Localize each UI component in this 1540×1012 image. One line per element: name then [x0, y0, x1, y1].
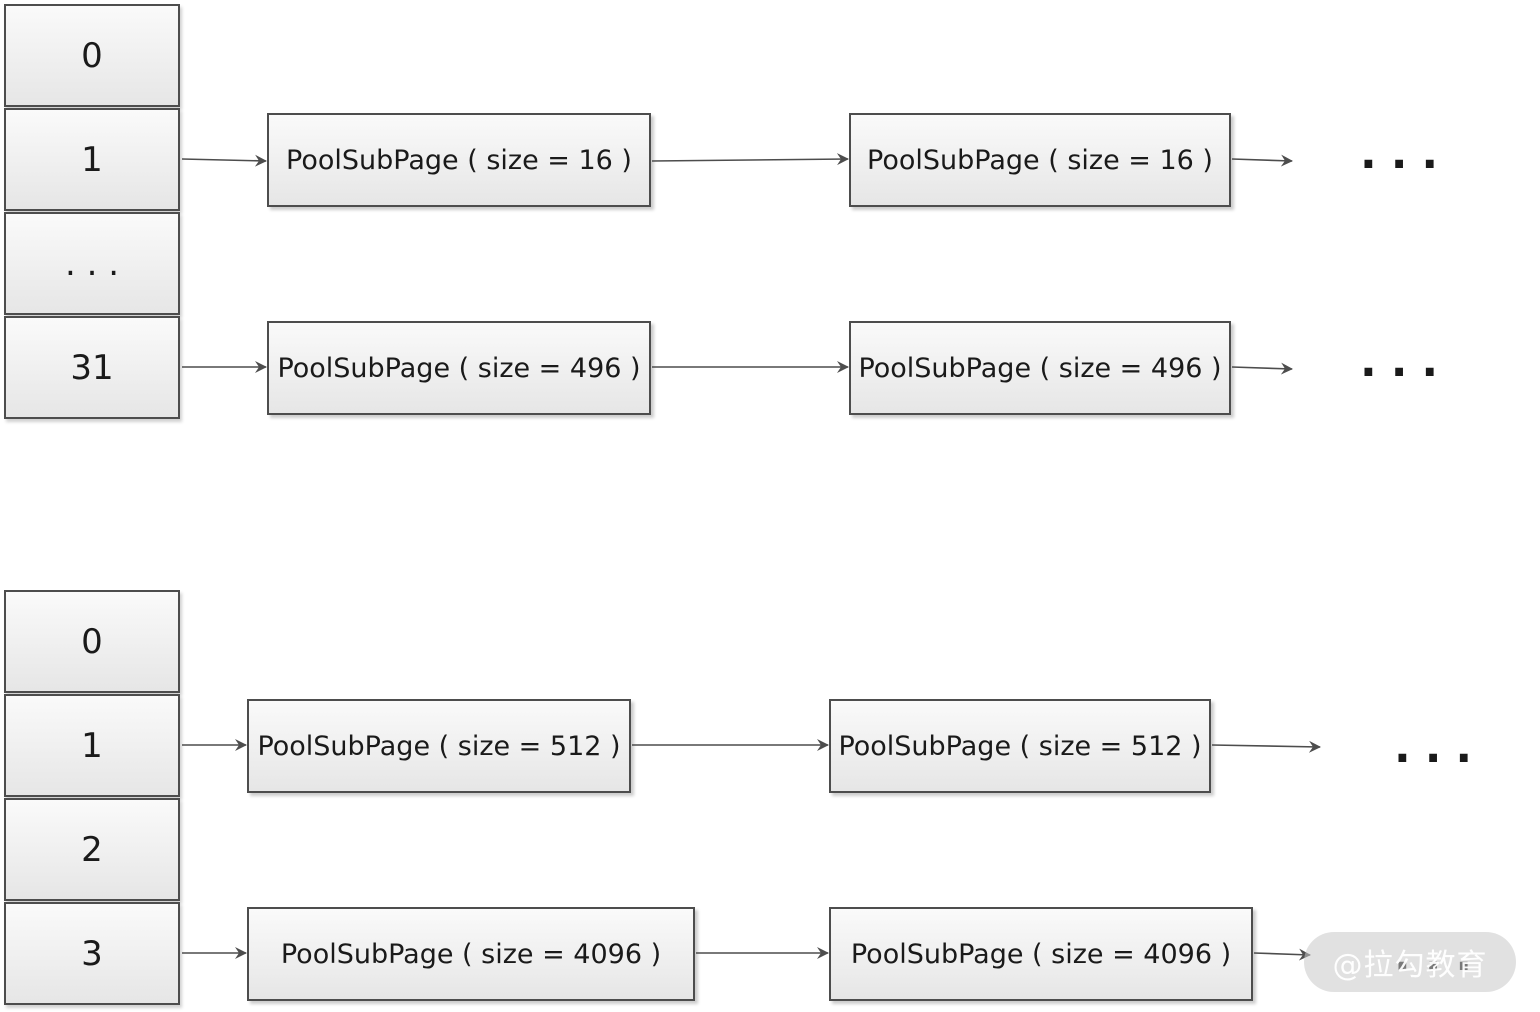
tiny-array-cell-0: 0 [4, 4, 180, 107]
arrow-512-to-ellipsis [1211, 740, 1321, 753]
small-array-cell-0: 0 [4, 590, 180, 693]
poolsubpage-node-512-first: PoolSubPage ( size = 512 ) [247, 699, 631, 793]
small-array-cell-1: 1 [4, 694, 180, 797]
poolsubpage-node-4096-second: PoolSubPage ( size = 4096 ) [829, 907, 1253, 1001]
arrow-16-to-16 [651, 153, 849, 166]
small-array-cell-3: 3 [4, 902, 180, 1005]
arrow-496-to-ellipsis [1231, 362, 1293, 375]
arrow-cell1-to-16 [181, 154, 267, 167]
poolsubpage-node-496-first: PoolSubPage ( size = 496 ) [267, 321, 651, 415]
ellipsis-row-512: ... [1394, 722, 1487, 773]
poolsubpage-node-512-second: PoolSubPage ( size = 512 ) [829, 699, 1211, 793]
poolsubpage-node-16-second: PoolSubPage ( size = 16 ) [849, 113, 1231, 207]
small-array-cell-2: 2 [4, 798, 180, 901]
ellipsis-row-16: ... [1360, 128, 1453, 179]
poolsubpage-node-16-first: PoolSubPage ( size = 16 ) [267, 113, 651, 207]
tiny-array-cell-1: 1 [4, 108, 180, 211]
arrow-4096-to-ellipsis [1253, 948, 1311, 961]
tiny-array-cell-31: 31 [4, 316, 180, 419]
arrow-16-to-ellipsis [1231, 154, 1293, 167]
poolsubpage-node-4096-first: PoolSubPage ( size = 4096 ) [247, 907, 695, 1001]
tiny-array-cell-ellipsis: . . . [4, 212, 180, 315]
poolsubpage-node-496-second: PoolSubPage ( size = 496 ) [849, 321, 1231, 415]
ellipsis-row-496: ... [1360, 336, 1453, 387]
watermark-badge: @拉勾教育 [1304, 932, 1516, 992]
